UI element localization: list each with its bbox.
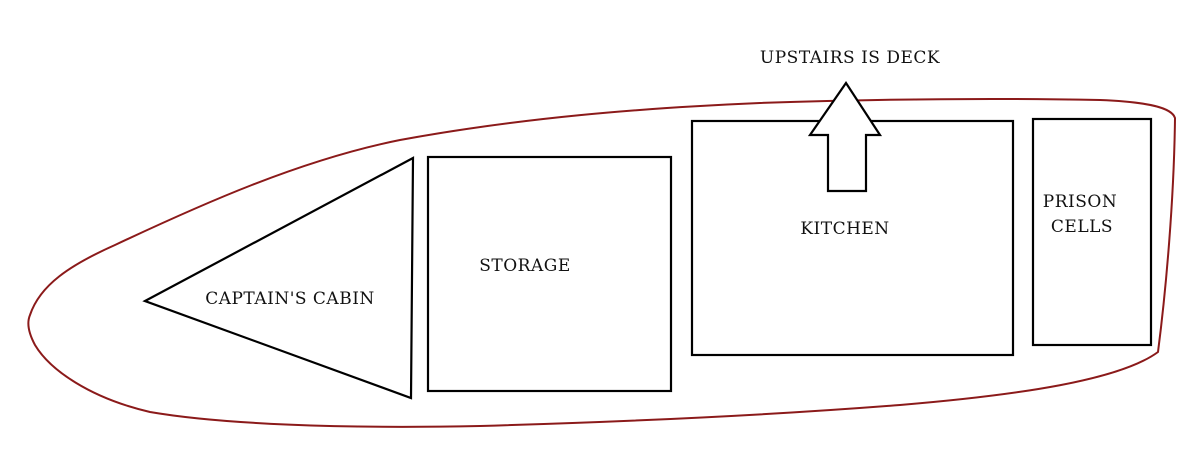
storage-label: STORAGE xyxy=(479,256,571,276)
captains-cabin-label: CAPTAIN'S CABIN xyxy=(205,289,375,309)
kitchen-label: KITCHEN xyxy=(800,219,889,239)
prison-cells-label-line1: PRISON xyxy=(1043,192,1117,212)
prison-cells-room xyxy=(1031,117,1153,347)
upstairs-deck-label: UPSTAIRS IS DECK xyxy=(760,48,940,68)
storage-room xyxy=(426,155,673,393)
ship-hull-outline xyxy=(27,98,1176,428)
captains-cabin-room xyxy=(142,156,415,400)
prison-cells-label-line2: CELLS xyxy=(1051,217,1113,237)
up-arrow-icon xyxy=(807,81,883,193)
